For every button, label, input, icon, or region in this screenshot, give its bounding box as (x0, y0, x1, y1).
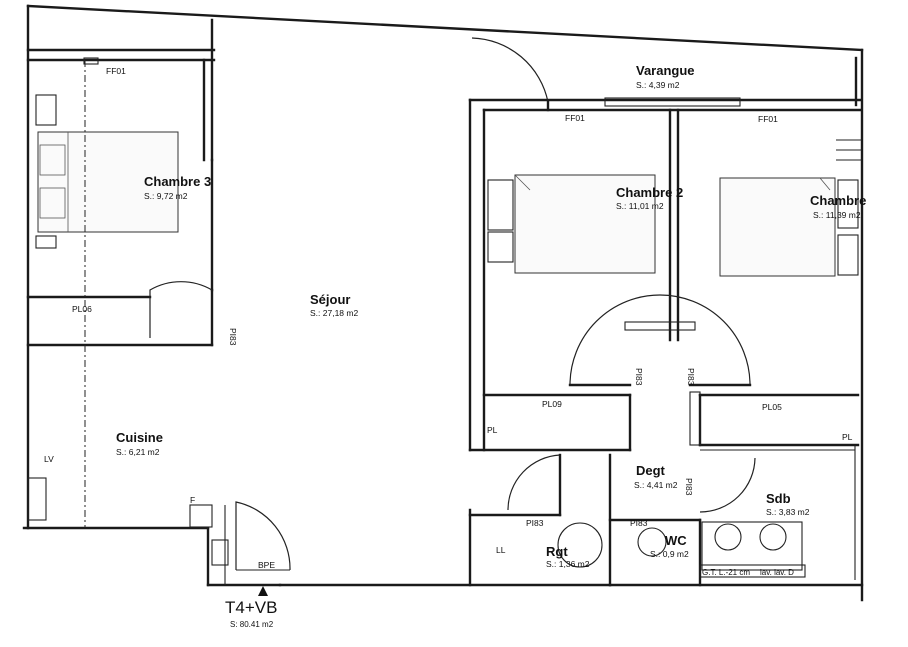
wc-area: S.: 0,9 m2 (650, 549, 689, 559)
entrance-door (224, 501, 291, 585)
tag-ll: LL (496, 545, 506, 555)
chambre-name: Chambre (810, 193, 866, 208)
wc-name: WC (665, 533, 687, 548)
sejour-name: Séjour (310, 292, 350, 307)
tag-lv: LV (44, 454, 54, 464)
plan-title: T4+VB (225, 598, 277, 617)
cuisine-fixtures (27, 60, 229, 566)
sdb-name: Sdb (766, 491, 791, 506)
chambre-3-name: Chambre 3 (144, 174, 211, 189)
tag-pl-right: PL (842, 432, 853, 442)
tag-bpe: BPE (258, 560, 275, 570)
tag-ff01-chambre2: FF01 (565, 113, 585, 123)
chambre-2-area: S.: 11,01 m2 (616, 201, 664, 211)
tag-lav: lav. lav. D (760, 568, 794, 577)
degagement-doors (507, 294, 756, 513)
tag-pi83-rgt: PI83 (526, 518, 544, 528)
chambre-area: S.: 11,39 m2 (813, 210, 861, 220)
chambre-bed-icon (719, 177, 859, 277)
tag-ff01-chambre3: FF01 (106, 66, 126, 76)
rgt-wc-fixtures (557, 522, 667, 568)
chambre-3-bed-icon (35, 94, 179, 249)
cuisine-area: S.: 6,21 m2 (116, 447, 160, 457)
chambre-3-door (149, 281, 213, 338)
tag-gtl: G.T. L.-21 cm (702, 568, 750, 577)
tag-pi83-sdb: PI83 (684, 478, 694, 496)
tag-f: F (190, 495, 195, 505)
entry-arrow-icon (258, 586, 268, 596)
varangue-name: Varangue (636, 63, 695, 78)
tag-pl09: PL09 (542, 399, 562, 409)
tag-pi83-chambre3: PI83 (228, 328, 238, 346)
varangue-area: S.: 4,39 m2 (636, 80, 680, 90)
rgt-name: Rgt (546, 544, 568, 559)
degt-area: S.: 4,41 m2 (634, 480, 678, 490)
chambre-2-name: Chambre 2 (616, 185, 683, 200)
chambre-3-area: S.: 9,72 m2 (144, 191, 188, 201)
sejour-area: S.: 27,18 m2 (310, 308, 358, 318)
sejour-varangue-door (471, 37, 550, 112)
sdb-fixtures (699, 521, 806, 578)
plan-total-area: S: 80.41 m2 (230, 620, 274, 629)
bedroom-block-walls (468, 97, 862, 587)
tag-pl-left: PL (487, 425, 498, 435)
tag-pl05: PL05 (762, 402, 782, 412)
tag-ff01-chambre: FF01 (758, 114, 778, 124)
chambre-3-walls (26, 57, 216, 347)
cuisine-name: Cuisine (116, 430, 163, 445)
rgt-area: S.: 1,36 m2 (546, 559, 590, 569)
tag-pi83-ch2: PI83 (634, 368, 644, 386)
tag-pi83-ch: PI83 (686, 368, 696, 386)
sdb-area: S.: 3,83 m2 (766, 507, 810, 517)
chambre-2-bed-icon (487, 174, 656, 274)
varangue-edge (836, 139, 862, 161)
exterior-walls (22, 4, 864, 602)
tag-pl06: PL06 (72, 304, 92, 314)
degt-name: Degt (636, 463, 666, 478)
tag-pi83-wc: PI83 (630, 518, 648, 528)
